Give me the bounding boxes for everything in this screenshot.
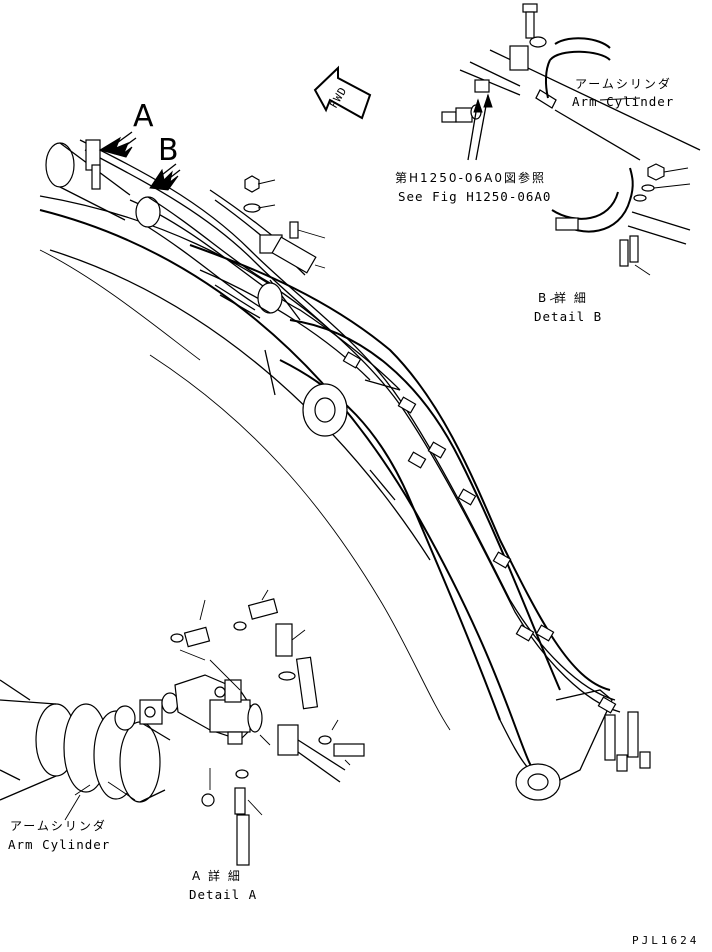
marker-arrow-b	[149, 163, 181, 191]
hose-end-fittings	[604, 711, 651, 772]
detail-b-parts-on-boom	[243, 175, 326, 269]
detail-a-cylinder-en: Arm Cylinder	[8, 837, 111, 852]
detail-b-drawing	[441, 3, 701, 276]
detail-b-cylinder-jp: アームシリンダ	[575, 77, 672, 91]
hose-lines	[79, 139, 651, 772]
detail-a-cylinder-jp: アームシリンダ	[10, 819, 107, 833]
marker-a-label: A	[133, 99, 154, 134]
see-fig-en: See Fig H1250-06A0	[398, 189, 552, 204]
detail-b-title-en: Detail B	[534, 309, 603, 324]
marker-b-label: B	[158, 133, 179, 168]
arm-cylinder-upper	[45, 139, 317, 319]
drawing-id: PJL1624	[632, 934, 700, 947]
detail-b-cylinder-en: Arm Cylinder	[572, 94, 675, 109]
detail-b-title-jp: B 詳 細	[538, 291, 588, 305]
marker-arrow-a	[98, 131, 137, 158]
hose-clamps	[342, 351, 617, 714]
detail-a-drawing	[0, 589, 365, 866]
detail-a-title-jp: A 詳 細	[192, 869, 242, 883]
leader-lines	[64, 97, 641, 821]
fwd-arrow	[313, 65, 372, 120]
see-fig-jp: 第H1250-06A0図参照	[395, 171, 547, 185]
detail-a-title-en: Detail A	[189, 887, 258, 902]
